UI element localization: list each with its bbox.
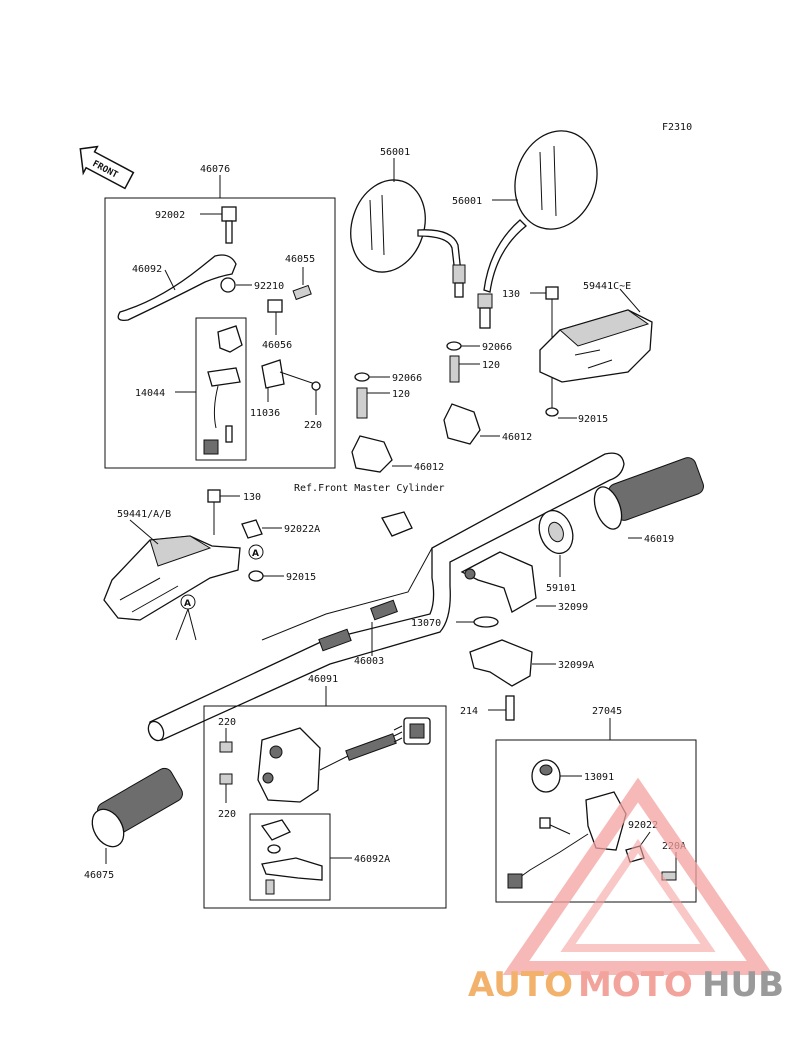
screw-214 <box>505 695 515 721</box>
watermark-moto: MOTO <box>578 965 693 1005</box>
callout-a-bottom-label: A <box>184 599 191 609</box>
clamp-46012-left <box>351 435 393 473</box>
label-56001-left: 56001 <box>380 147 410 158</box>
label-32099a: 32099A <box>558 660 594 671</box>
throttle-case-32099a <box>469 639 533 687</box>
handlebar <box>147 452 625 742</box>
screw-220-top <box>219 741 233 753</box>
clutch-switch <box>203 325 243 455</box>
label-92022: 92022 <box>628 820 658 831</box>
nut-92015-right <box>545 407 559 417</box>
screw-220 <box>311 381 321 391</box>
label-46003: 46003 <box>354 656 384 667</box>
kill-switch-assembly <box>507 791 627 889</box>
washer-92066-left <box>354 372 370 382</box>
master-cylinder-clamp <box>381 511 413 537</box>
throttle-housing-59101 <box>538 509 574 555</box>
nut-92015-left <box>248 570 264 582</box>
label-46091: 46091 <box>308 674 338 685</box>
label-92210: 92210 <box>254 281 284 292</box>
label-59101: 59101 <box>546 583 576 594</box>
label-32099: 32099 <box>558 602 588 613</box>
label-92066-left: 92066 <box>392 373 422 384</box>
label-120-right: 120 <box>482 360 500 371</box>
label-92015-right: 92015 <box>578 414 608 425</box>
switch-assembly-box <box>203 705 447 909</box>
label-130-left: 130 <box>243 492 261 503</box>
clamp-46012-right <box>443 403 481 445</box>
choke-lever-subbox <box>249 813 331 901</box>
choke-lever-46092a <box>260 819 323 895</box>
throttle-case-32099 <box>460 551 537 613</box>
label-46012-left: 46012 <box>414 462 444 473</box>
reference-note: Ref.Front Master Cylinder <box>294 483 445 494</box>
label-59441ce: 59441C~E <box>583 281 631 292</box>
label-220-bottom: 220 <box>218 809 236 820</box>
switch-subbox <box>195 317 247 461</box>
label-130-right: 130 <box>502 289 520 300</box>
label-46075: 46075 <box>84 870 114 881</box>
callout-a-top-label: A <box>252 549 259 559</box>
bolt-130-left <box>207 489 221 503</box>
adjuster-46055 <box>292 284 312 301</box>
label-220-lever: 220 <box>304 420 322 431</box>
label-214: 214 <box>460 706 478 717</box>
label-27045: 27045 <box>592 706 622 717</box>
bolt-120-left <box>356 387 368 419</box>
bolt-130-right <box>545 286 559 300</box>
handlebar-switch-46091 <box>257 717 431 803</box>
label-46012-right: 46012 <box>502 432 532 443</box>
watermark-hub: HUB <box>702 965 784 1005</box>
callout-a-top: A <box>248 544 264 560</box>
switch-13091 <box>531 759 561 793</box>
label-13070: 13070 <box>411 618 441 629</box>
label-13091: 13091 <box>584 772 614 783</box>
front-arrow-icon: FRONT <box>79 145 135 190</box>
label-46076: 46076 <box>200 164 230 175</box>
figure-code: F2310 <box>662 122 692 133</box>
label-14044: 14044 <box>135 388 165 399</box>
mirror-left <box>350 179 466 298</box>
cable-13070 <box>473 616 499 628</box>
left-grip-46075 <box>91 767 183 848</box>
label-46056: 46056 <box>262 340 292 351</box>
bracket-92022a <box>241 519 263 539</box>
watermark-auto: AUTO <box>468 965 573 1005</box>
label-46092a: 46092A <box>354 854 390 865</box>
nut-92210 <box>220 277 236 293</box>
screw-220-bottom <box>219 773 233 785</box>
handguard-left <box>103 535 241 621</box>
label-46092: 46092 <box>132 264 162 275</box>
label-120-left: 120 <box>392 389 410 400</box>
bolt-120-right <box>449 355 460 383</box>
label-46019: 46019 <box>644 534 674 545</box>
bolt-92002 <box>221 206 237 244</box>
label-92015-left: 92015 <box>286 572 316 583</box>
label-220-top: 220 <box>218 717 236 728</box>
label-11036: 11036 <box>250 408 280 419</box>
handguard-right <box>539 309 653 383</box>
automotohub-watermark-logo: AUTO MOTO HUB <box>468 777 784 1005</box>
mirror-right <box>477 130 598 329</box>
label-92002: 92002 <box>155 210 185 221</box>
locknut-46056 <box>267 299 283 313</box>
clutch-lever <box>117 254 237 321</box>
washer-92066-right <box>446 341 462 351</box>
label-56001-right: 56001 <box>452 196 482 207</box>
label-92022a: 92022A <box>284 524 320 535</box>
bracket-11036 <box>261 359 285 389</box>
throttle-grip-46019 <box>593 457 704 530</box>
label-59441ab: 59441/A/B <box>117 509 171 520</box>
label-46055: 46055 <box>285 254 315 265</box>
callout-a-bottom: A <box>180 594 196 610</box>
label-92066-right: 92066 <box>482 342 512 353</box>
